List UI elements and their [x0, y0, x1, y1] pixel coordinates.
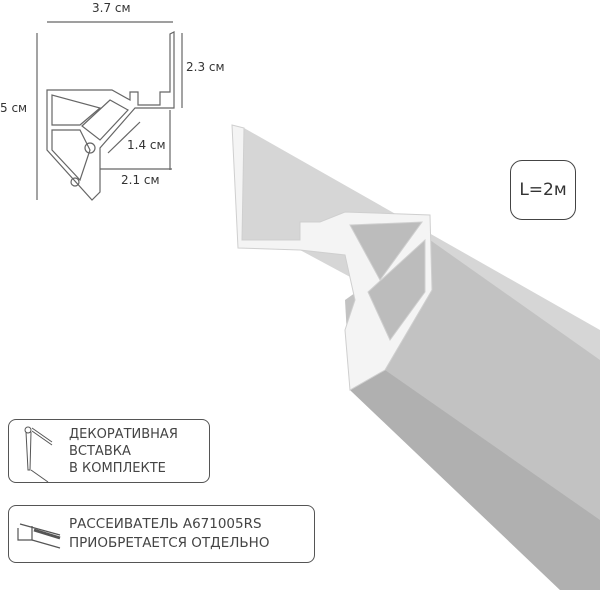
- cross-section-drawing: [36, 21, 183, 201]
- dimension-diagonal: 1.4 см: [127, 138, 166, 152]
- dimension-height: 5 см: [0, 101, 28, 115]
- note-line: ВСТАВКА: [69, 443, 131, 459]
- note-line: ДЕКОРАТИВНАЯ: [69, 426, 178, 442]
- diffuser-icon: [17, 523, 61, 549]
- note-diffuser: РАССЕИВАТЕЛЬ A671005RS ПРИОБРЕТАЕТСЯ ОТД…: [8, 505, 315, 563]
- note-line: ПРИОБРЕТАЕТСЯ ОТДЕЛЬНО: [69, 535, 270, 551]
- dimension-flange: 2.3 см: [186, 60, 225, 74]
- note-decorative-insert: ДЕКОРАТИВНАЯ ВСТАВКА В КОМПЛЕКТЕ: [8, 419, 210, 483]
- decorative-insert-icon: [24, 426, 53, 483]
- dimension-width: 3.7 см: [92, 1, 131, 15]
- profile-cross-section: [231, 124, 433, 391]
- profile-lower-face: [350, 370, 600, 590]
- length-label: L=2м: [519, 180, 567, 200]
- dimension-bottom: 2.1 см: [121, 173, 160, 187]
- note-line: РАССЕИВАТЕЛЬ A671005RS: [69, 516, 262, 532]
- note-line: В КОМПЛЕКТЕ: [69, 460, 166, 476]
- length-badge: L=2м: [510, 160, 576, 220]
